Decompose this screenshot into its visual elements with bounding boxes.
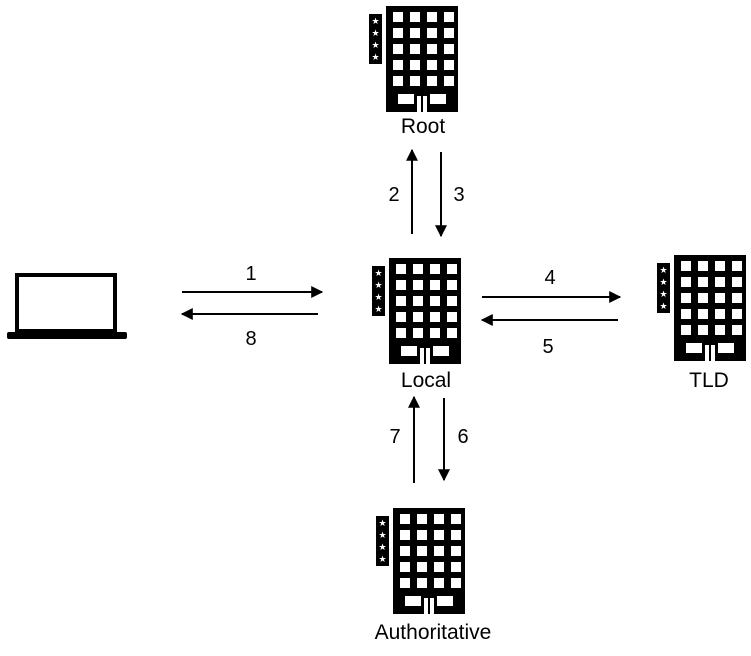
local-resolver-label: Local	[401, 369, 451, 392]
step-label-4: 4	[544, 267, 555, 289]
step-label-2: 2	[388, 184, 399, 206]
step-label-3: 3	[453, 184, 464, 206]
local-resolver: Local	[372, 258, 461, 392]
step-label-6: 6	[457, 426, 468, 448]
building-icon	[657, 255, 746, 361]
authoritative-server: Authoritative	[375, 508, 492, 644]
step-label-1: 1	[245, 263, 256, 285]
root-server-label: Root	[401, 115, 446, 138]
authoritative-server-label: Authoritative	[375, 621, 492, 644]
root-server: Root	[369, 6, 458, 138]
step-label-7: 7	[389, 426, 400, 448]
tld-server-label: TLD	[689, 369, 729, 392]
step-label-5: 5	[542, 336, 553, 358]
step-label-8: 8	[245, 328, 256, 350]
laptop-icon	[7, 273, 127, 339]
building-icon	[376, 508, 465, 614]
building-icon	[372, 258, 461, 364]
tld-server: TLD	[657, 255, 746, 392]
building-icon	[369, 6, 458, 112]
